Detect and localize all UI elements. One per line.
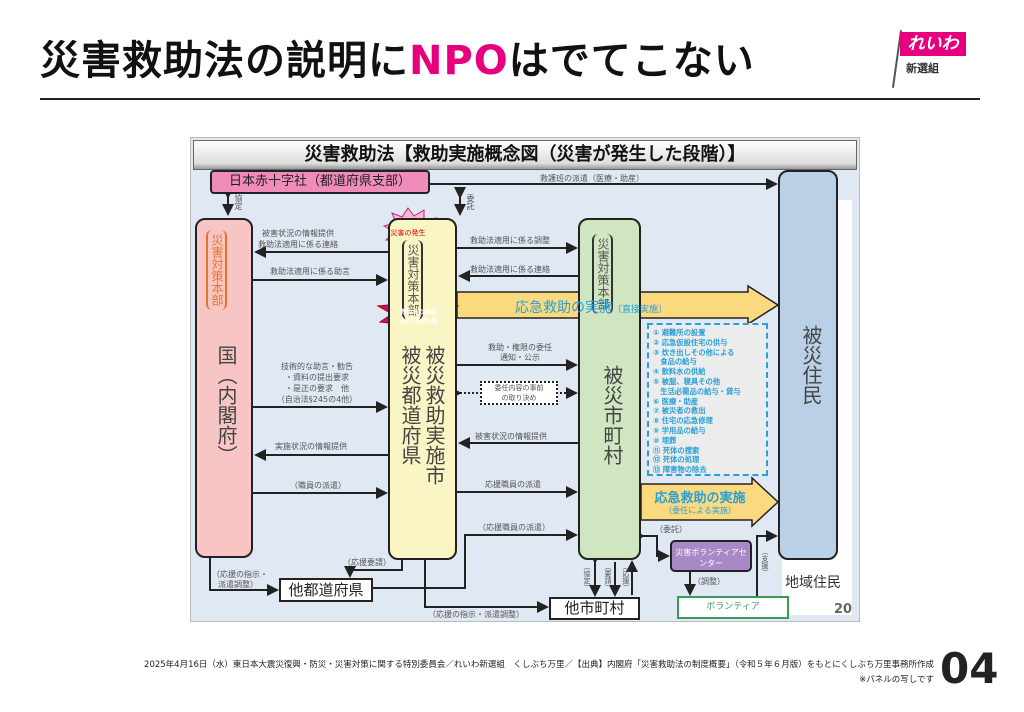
municipality-box [578,218,641,560]
title-divider [40,98,980,100]
label-entrust: 委託 [466,194,475,210]
label-instruct-1: （応援の指示・ [212,570,268,579]
title-npo: NPO [409,38,509,84]
delegated-title: 応急救助の実施 [654,491,746,506]
label-support-staff-paren: （応援職員の派遣） [478,523,550,532]
footer-source: 2025年4月16日（水）東日本大震災復興・防災・災害対策に関する特別委員会／れ… [144,660,934,670]
logo-flag: れいわ [900,32,966,56]
relief-item: ⑩ 埋葬 [653,435,677,445]
apply-burst-label-1: 救助法の適用 [399,309,436,316]
title-text: 災害救助法の説明に [40,38,409,84]
volunteer-box: ボランティア [677,596,789,619]
footer-note: ※パネルの写しです [859,675,934,685]
label-tech-1: 技術的な助言・勧告 [281,362,353,371]
prefecture-sub-label: 被災都道府県 [398,345,422,465]
label-advice: 救助法適用に係る助言 [270,267,350,276]
label-muni-support: （応援） [622,563,630,591]
label-agreement: 協定 [234,194,243,210]
logo-sub: 新選組 [906,62,939,75]
label-tech-2: ・資料の提出要求 [285,373,349,382]
volunteer-center-box: 災害ボランティアセンター [670,540,752,572]
prefecture-main-label: 被災救助実施市 [422,345,446,485]
relief-item: ⑥ 医療・助産 [653,396,699,406]
relief-item: ⑨ 学用品の給与 [653,425,706,435]
municipality-label: 被災市町村 [600,365,624,465]
other-prefecture-box: 他都道府県 [279,578,373,602]
label-prior-2: の取り決め [501,394,537,402]
label-damage-to-national: 被害状況の情報提供 [262,229,334,238]
delegated-sub: 〔委任による実施〕 [664,506,736,515]
other-municipality-box: 他市町村 [549,597,640,620]
label-tech-4: （自治法§245の4他） [276,395,358,404]
label-tech-3: ・是正の要求 他 [285,384,349,393]
label-assist: （支援） [761,548,769,576]
diagram-title: 災害救助法【救助実施概念図（災害が発生した段階）】 [193,140,857,170]
relief-item: ② 応急仮設住宅の供与 [653,337,728,347]
direct-title: 応急救助の実施 [515,300,613,316]
national-box [195,218,253,558]
prefecture-hq-label: 災害対策本部 [402,240,423,320]
label-commission: （委託） [655,525,687,534]
label-support-staff: 応援職員の派遣 [485,480,541,489]
apply-burst-label-2: 法第2条第1項 [398,318,438,325]
label-delegate-2: 通知・公示 [500,353,540,362]
label-instruct-2: 派遣調整） [218,580,258,589]
label-damage-info: 被害状況の情報提供 [475,432,547,441]
delegated-relief-arrow [640,476,780,528]
label-contact: 救助法適用に係る連絡 [470,265,550,274]
label-coordination: （調整） [693,577,725,586]
residents-box [778,170,838,560]
prior-arrangement-box [480,381,558,405]
municipality-hq-label: 災害対策本部 [592,234,613,314]
relief-item: ④ 飲料水の供給 [653,367,706,377]
red-cross-box: 日本赤十字社（都道府県支部） [210,170,430,194]
relief-item: ⑧ 住宅の応急修理 [653,416,713,426]
relief-item: 生活必需品の給与・貸与 [653,386,741,396]
reiwa-logo: れいわ新選組 [888,28,978,90]
label-impl-info: 実施状況の情報提供 [275,442,347,451]
disaster-burst-label: 災害の発生 [390,229,426,237]
page-number: 04 [940,644,999,693]
label-rescue-team: 救護班の派遣（医療・助産） [540,174,644,183]
direct-sub: 〔直接実施〕 [613,305,668,315]
relief-item: ⑬ 障害物の除去 [653,465,707,475]
label-support-request: （応援要請） [343,558,391,567]
label-prior-1: 委任内容の事前 [494,384,544,392]
title-text-end: はでてこない [508,38,755,84]
slide-title: 災害救助法の説明にNPOはでてこない [40,28,755,86]
national-hq-label: 災害対策本部 [206,230,227,310]
relief-item: ⑫ 死体の処理 [653,455,700,465]
label-muni-agreement: （協定） [583,563,591,591]
local-residents-label: 地域住民 [785,575,841,591]
label-delegate-1: 救助・権限の委任 [488,343,552,352]
relief-item: ⑦ 被災者の救出 [653,406,706,416]
relief-item: ③ 炊き出しその他による [653,347,735,357]
label-instruct-bottom: （応援の指示・派遣調整） [428,610,524,619]
relief-item: 食品の給与 [653,357,697,367]
label-staff-dispatch: （職員の派遣） [290,481,346,490]
label-muni-request: （要請） [604,563,612,591]
label-adjust: 救助法適用に係る調整 [470,236,550,245]
panel-number: 20 [834,602,853,617]
relief-item: ⑤ 被服、寝具その他 [653,376,721,386]
relief-item: ⑪ 死体の捜索 [653,445,700,455]
national-label: 国（内閣府） [214,345,238,465]
relief-item: ① 避難所の設置 [653,328,706,337]
label-contact-to-national: 救助法適用に係る連絡 [258,240,338,249]
residents-label: 被災住民 [799,325,823,405]
direct-relief-label: 応急救助の実施〔直接実施〕 [515,297,667,317]
